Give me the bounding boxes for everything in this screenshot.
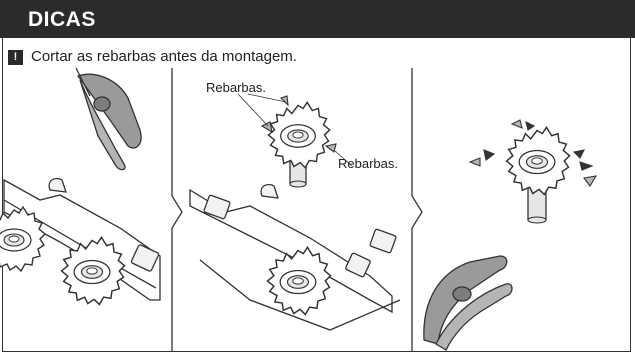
panel-2 <box>189 93 401 331</box>
burr-fragment-icon <box>260 95 337 153</box>
tips-frame <box>2 38 631 352</box>
panel-dividers <box>171 68 423 352</box>
parts-frame-icon <box>189 183 401 331</box>
gear-part-icon <box>505 126 571 224</box>
panel-3 <box>423 119 598 351</box>
tips-banner: DICAS <box>0 0 635 38</box>
burr-label-right: Rebarbas. <box>338 156 398 171</box>
tip-text: Cortar as rebarbas antes da montagem. <box>31 48 297 65</box>
gear-part-icon <box>267 101 331 188</box>
warning-icon: ! <box>8 50 23 65</box>
banner-title: DICAS <box>28 8 96 31</box>
cutter-pliers-icon <box>423 255 513 351</box>
gear-part-icon <box>0 206 126 306</box>
burr-label-top: Rebarbas. <box>206 80 266 95</box>
cutter-pliers-icon <box>75 67 142 171</box>
panel-1 <box>0 67 161 306</box>
burr-fragment-icon <box>468 119 598 187</box>
